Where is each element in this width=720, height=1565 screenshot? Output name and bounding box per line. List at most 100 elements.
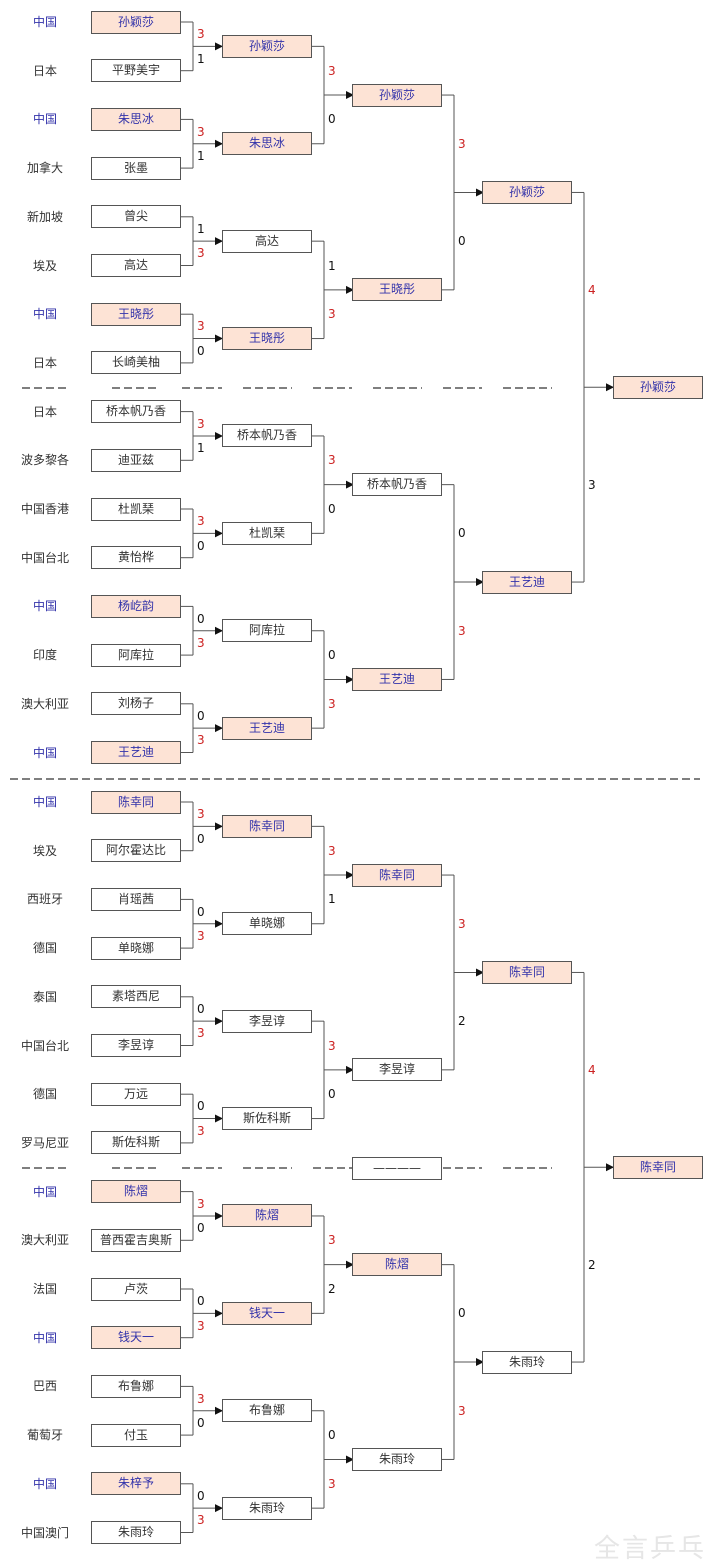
arrow-icon — [215, 1406, 223, 1415]
country-label: 埃及 — [32, 258, 57, 273]
country-label: 澳大利亚 — [20, 696, 69, 711]
match-score: 3 — [197, 1123, 205, 1138]
player-box: 朱雨玲 — [91, 1521, 181, 1544]
country-label: 泰国 — [32, 989, 57, 1004]
match-score: 3 — [458, 916, 466, 931]
match-score: 0 — [197, 538, 205, 553]
match-score: 1 — [328, 258, 336, 273]
arrow-icon — [215, 626, 223, 635]
match-score: 3 — [458, 623, 466, 638]
arrow-icon — [215, 42, 223, 51]
player-box: 陈幸同 — [222, 814, 312, 838]
player-box: 斯佐科斯 — [222, 1107, 312, 1131]
arrow-icon — [346, 285, 354, 294]
arrow-icon — [215, 1114, 223, 1123]
player-box: 高达 — [91, 254, 181, 277]
player-box: 李昱谆 — [222, 1009, 312, 1033]
country-label: 中国 — [32, 1330, 57, 1345]
player-box: 单晓娜 — [91, 936, 181, 960]
match-score: 3 — [197, 246, 205, 261]
match-score: 3 — [328, 307, 336, 322]
player-box: 李昱谆 — [91, 1034, 181, 1057]
match-score: 1 — [197, 221, 205, 236]
player-box: 迪亚兹 — [91, 448, 181, 472]
country-label: 德国 — [32, 941, 57, 956]
arrow-icon — [215, 529, 223, 538]
match-score: 0 — [458, 234, 466, 249]
player-box: 陈幸同 — [613, 1155, 703, 1179]
match-score: 0 — [458, 526, 466, 541]
player-box: 孙颖莎 — [482, 180, 572, 204]
match-score: 3 — [328, 696, 336, 711]
player-box: 王晓彤 — [222, 327, 312, 351]
country-label: 澳大利亚 — [20, 1233, 69, 1248]
arrow-icon — [476, 188, 484, 197]
player-box: 平野美宇 — [91, 59, 181, 83]
match-score: 3 — [197, 928, 205, 943]
player-box: 陈熠 — [91, 1180, 181, 1204]
match-score: 0 — [197, 1415, 205, 1430]
country-label: 中国 — [32, 599, 57, 614]
arrow-icon — [215, 139, 223, 148]
country-label: 加拿大 — [26, 161, 63, 176]
country-label: 中国 — [32, 307, 57, 322]
player-box: 陈幸同 — [91, 790, 181, 814]
arrow-icon — [215, 1504, 223, 1513]
arrow-icon — [606, 1163, 614, 1172]
player-box: 单晓娜 — [222, 912, 312, 936]
match-score: 3 — [197, 27, 205, 42]
country-label: 波多黎各 — [20, 453, 69, 468]
match-score: 1 — [197, 441, 205, 456]
arrow-icon — [346, 1260, 354, 1269]
match-score: 0 — [328, 1087, 336, 1102]
arrow-icon — [346, 480, 354, 489]
player-box: 王艺迪 — [482, 570, 572, 594]
match-score: 0 — [197, 1294, 205, 1309]
match-score: 4 — [588, 1062, 596, 1077]
match-score: 3 — [197, 124, 205, 139]
player-box: 张墨 — [91, 156, 181, 180]
player-box: 王艺迪 — [91, 741, 181, 764]
match-score: 3 — [328, 453, 336, 468]
match-score: 0 — [197, 343, 205, 358]
country-label: 日本 — [32, 355, 57, 370]
match-score: 0 — [328, 1428, 336, 1443]
player-box: 钱天一 — [222, 1301, 312, 1325]
match-score: 3 — [197, 514, 205, 529]
player-box: 杜凯琹 — [222, 521, 312, 545]
country-label: 西班牙 — [26, 892, 63, 907]
match-score: 3 — [197, 635, 205, 650]
player-box: 孙颖莎 — [222, 34, 312, 58]
player-box: 阿库拉 — [222, 619, 312, 643]
arrow-icon — [476, 578, 484, 587]
country-label: 中国 — [32, 1476, 57, 1491]
match-score: 0 — [197, 1099, 205, 1114]
match-score: 0 — [197, 1001, 205, 1016]
watermark: 全言乒乓 — [593, 1534, 706, 1564]
player-box: 朱雨玲 — [482, 1350, 572, 1374]
country-label: 中国台北 — [20, 550, 69, 565]
player-box: 杨屹韵 — [91, 594, 181, 618]
player-box: 万远 — [91, 1082, 181, 1106]
match-score: 0 — [197, 831, 205, 846]
player-box: 孙颖莎 — [91, 10, 181, 34]
match-score: 2 — [588, 1257, 596, 1272]
arrow-icon — [215, 1211, 223, 1220]
arrow-icon — [346, 871, 354, 880]
player-box: 刘杨子 — [91, 692, 181, 716]
player-box: 长崎美柚 — [91, 351, 181, 375]
country-label: 葡萄牙 — [26, 1428, 63, 1443]
player-box: 阿库拉 — [91, 643, 181, 667]
player-box: 桥本帆乃香 — [91, 400, 181, 424]
player-box: 王艺迪 — [352, 667, 442, 691]
match-score: 0 — [328, 648, 336, 663]
arrow-icon — [346, 1455, 354, 1464]
arrow-icon — [346, 1065, 354, 1074]
match-score: 3 — [328, 1233, 336, 1248]
player-box: 朱思冰 — [222, 132, 312, 156]
match-score: 3 — [328, 1038, 336, 1053]
country-label: 中国台北 — [20, 1038, 69, 1053]
match-score: 1 — [197, 148, 205, 163]
match-score: 3 — [197, 1196, 205, 1211]
